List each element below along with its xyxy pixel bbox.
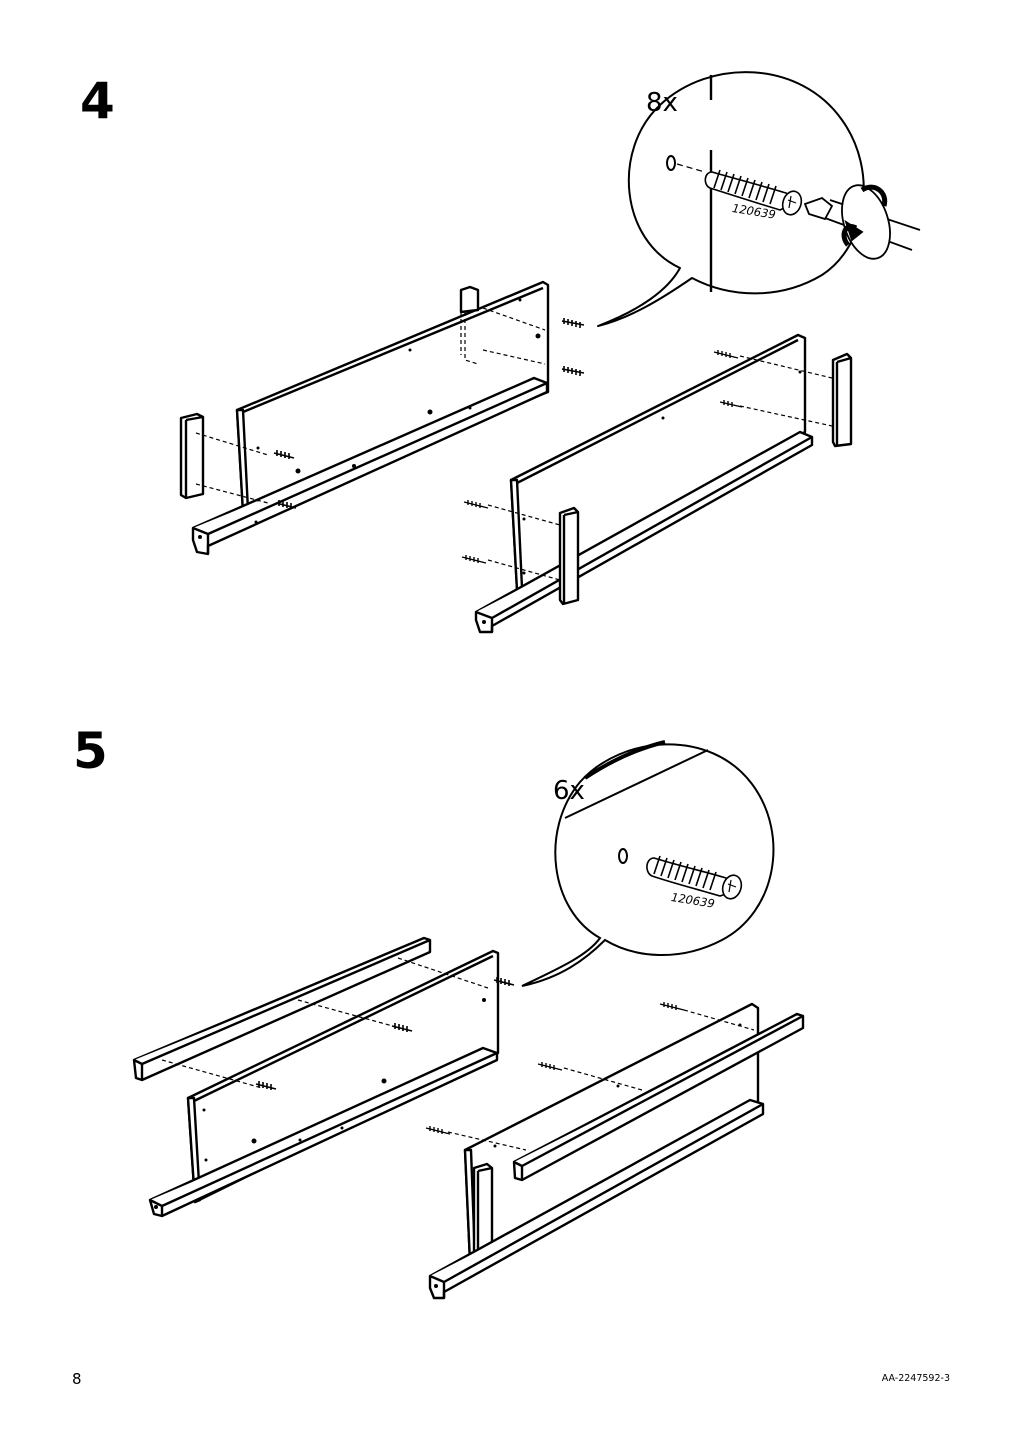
page-number: 8 <box>72 1370 82 1388</box>
quantity-label: 8x <box>646 88 678 118</box>
screw-icon <box>704 169 803 216</box>
step-5-number: 5 <box>73 722 108 780</box>
screwdriver-icon <box>803 184 921 260</box>
document-code: AA-2247592-3 <box>881 1373 950 1384</box>
quantity-label: 6x <box>553 776 585 806</box>
screw-icon <box>646 855 743 900</box>
step-4-number: 4 <box>80 72 115 130</box>
